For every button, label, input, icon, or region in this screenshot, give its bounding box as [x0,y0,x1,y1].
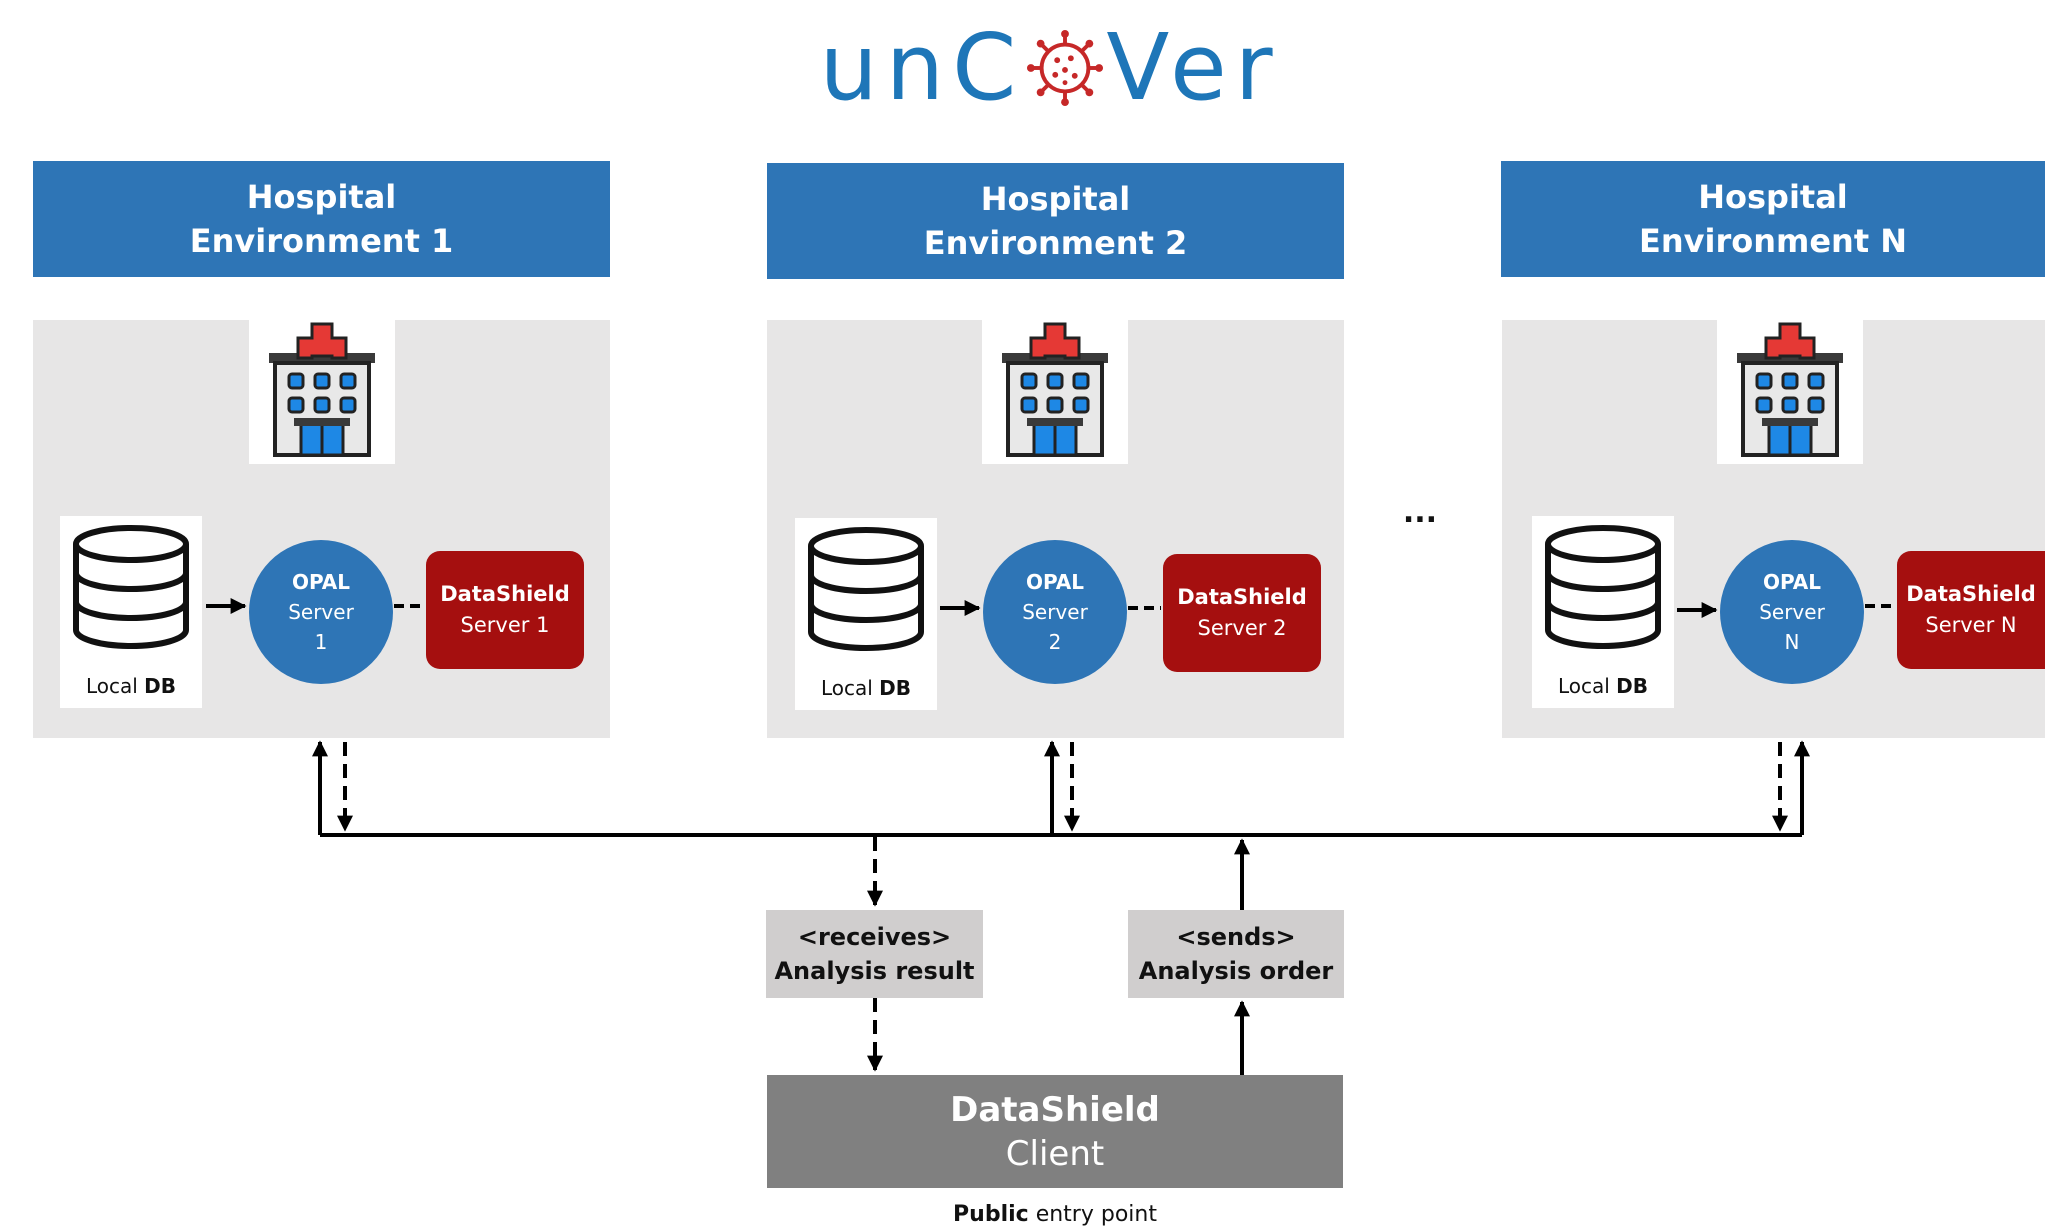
client-subtitle: Client [1005,1133,1105,1174]
more-environments-ellipsis: ... [1402,495,1438,530]
opal-server-number: 2 [1048,630,1062,654]
database-icon [808,527,924,651]
sends-analysis-order-box: <sends> Analysis order [1128,910,1344,998]
datashield-client: DataShield Client [767,1075,1343,1188]
local-db: Local DB [795,518,937,710]
opal-server-label: Server [1759,600,1825,624]
environment-header-line1: Hospital [1698,178,1848,216]
virus-icon [1027,29,1104,107]
client-title: DataShield [950,1089,1160,1130]
environment-header-line2: Environment 2 [923,224,1188,262]
opal-label: OPAL [291,570,351,594]
receives-analysis-result-box: <receives> Analysis result [766,910,983,998]
db-label-text: Local [85,674,145,698]
environment-header-line1: Hospital [980,180,1131,218]
environment-n-header: Hospital Environment N [1501,161,2045,277]
opal-server-number: N [1784,630,1800,654]
datashield-server-1: DataShield Server 1 [426,551,584,669]
database-icon [73,525,189,649]
datashield-label: DataShield [1906,582,2036,606]
logo-text-start: unC [819,14,1025,121]
environment-header-line2: Environment 1 [189,222,454,260]
datashield-label: DataShield [1177,585,1307,609]
local-db: Local DB [1532,516,1674,708]
opal-server-1: OPAL Server 1 [249,540,393,684]
opal-server-number: 1 [314,630,328,654]
hospital-icon [249,318,395,464]
local-db: Local DB [60,516,202,708]
datashield-server-2: DataShield Server 2 [1163,554,1321,672]
opal-label: OPAL [1025,570,1085,594]
hospital-icon [1717,318,1863,464]
datashield-server-n: DataShield Server N [1897,551,2045,669]
analysis-order-label: Analysis order [1138,957,1334,985]
db-label-bold: DB [1616,674,1649,698]
environment-header-line1: Hospital [246,178,397,216]
datashield-server-label: Server 2 [1197,616,1287,640]
datashield-label: DataShield [440,582,570,606]
opal-server-2: OPAL Server 2 [983,540,1127,684]
environment-header-line2: Environment N [1638,222,1908,260]
db-label-bold: DB [879,676,912,700]
opal-server-n: OPAL Server N [1720,540,1864,684]
public-entry-point-caption: Public entry point [767,1202,1343,1227]
hospital-icon [982,318,1128,464]
datashield-server-label: Server 1 [460,613,550,637]
analysis-result-label: Analysis result [774,957,975,985]
environment-2-header: Hospital Environment 2 [767,163,1344,279]
entry-point-rest: entry point [1028,1202,1157,1227]
database-icon [1545,525,1661,649]
opal-server-label: Server [1022,600,1088,624]
db-label-text: Local [1557,674,1617,698]
datashield-server-label: Server N [1925,613,2017,637]
db-label-bold: DB [144,674,177,698]
receives-label: <receives> [797,923,952,951]
db-label-text: Local [820,676,880,700]
entry-point-bold: Public [953,1202,1029,1227]
opal-server-label: Server [288,600,354,624]
opal-label: OPAL [1762,570,1822,594]
sends-label: <sends> [1176,923,1296,951]
environment-1-header: Hospital Environment 1 [33,161,610,277]
uncover-logo: unC Ver [815,18,1285,118]
logo-text-end: Ver [1106,14,1281,121]
